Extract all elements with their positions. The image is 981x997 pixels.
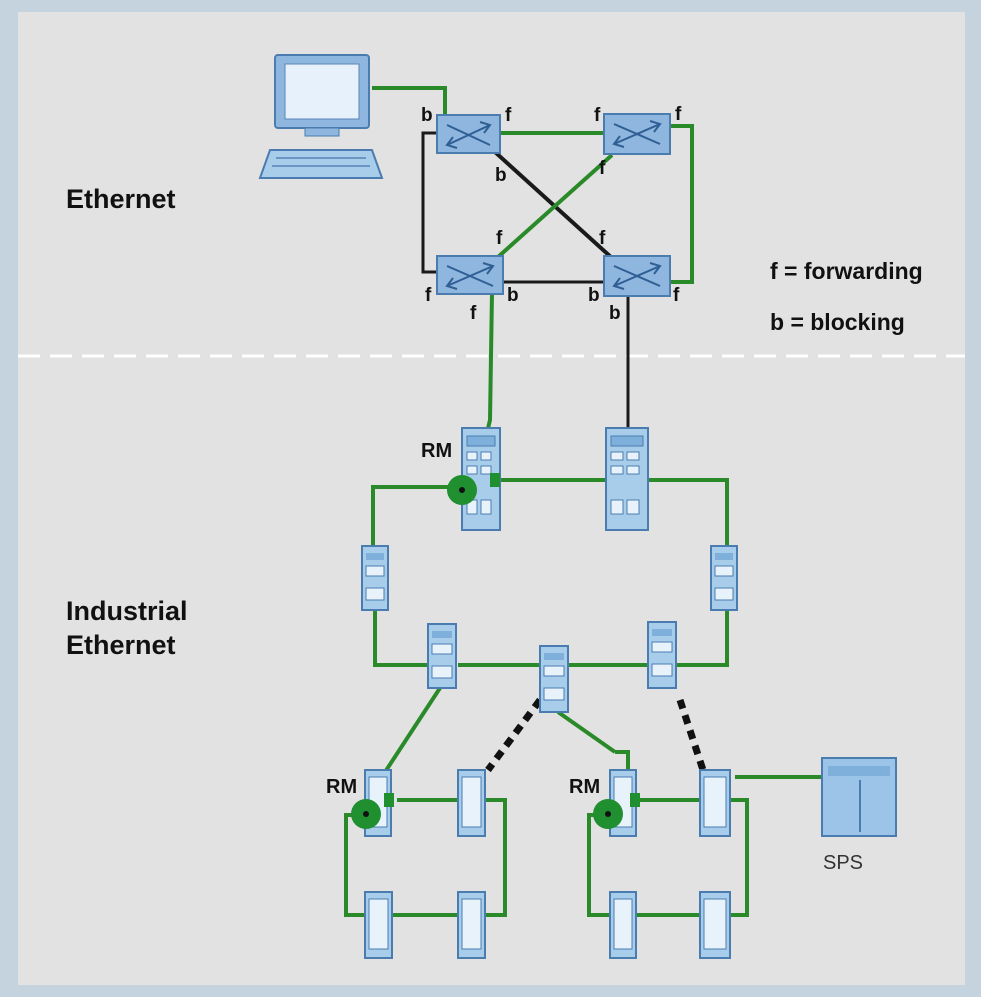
ethernet-switch-icon — [603, 113, 671, 155]
ring-manager-label: RM — [326, 776, 358, 798]
port-label: b — [421, 105, 433, 126]
port-label: f — [675, 104, 682, 125]
port-label: b — [588, 285, 600, 306]
link-sw2-sw3 — [496, 153, 614, 259]
section-label-ethernet: Ethernet — [66, 184, 176, 214]
ethernet-switch-icon — [436, 114, 501, 154]
section-label-industrial: Industrial — [66, 596, 188, 626]
industrial-switch-icon — [647, 621, 677, 689]
port-label: b — [609, 303, 621, 324]
port-label: b — [507, 285, 519, 306]
industrial-switch-icon — [539, 645, 569, 713]
ethernet-switch-icon — [603, 255, 671, 297]
port-label: f — [425, 285, 432, 306]
industrial-links — [344, 478, 822, 917]
industrial-switch-icon — [710, 545, 738, 611]
industrial-switch-icon — [609, 891, 637, 959]
ring-manager-label: RM — [569, 776, 601, 798]
rm-marker-icon — [351, 793, 394, 829]
plc-icon — [821, 757, 897, 837]
industrial-switch-icon — [605, 427, 649, 531]
industrial-switch-icon — [699, 891, 731, 959]
link-sw1-sw3 — [421, 131, 437, 274]
port-label: f — [599, 158, 606, 179]
plc-label: SPS — [823, 852, 864, 874]
legend-blocking: b = blocking — [770, 309, 905, 335]
link-sw2-sw4 — [670, 124, 694, 284]
port-label: f — [594, 105, 601, 126]
port-label: f — [673, 285, 680, 306]
rm-marker-icon — [447, 473, 500, 505]
computer-icon — [258, 54, 384, 179]
industrial-switch-icon — [364, 891, 393, 959]
industrial-switch-icon — [457, 891, 486, 959]
port-label: f — [599, 228, 606, 249]
main-ring — [371, 485, 462, 546]
rm-marker-icon — [593, 793, 640, 829]
section-label-industrial-2: Ethernet — [66, 630, 176, 660]
port-label: b — [495, 165, 507, 186]
industrial-switch-icon — [361, 545, 389, 611]
port-label: f — [505, 105, 512, 126]
ring-manager-label: RM — [421, 440, 453, 462]
pc-link — [372, 86, 447, 118]
port-label: f — [470, 303, 477, 324]
industrial-switch-icon — [427, 623, 457, 689]
legend-forwarding: f = forwarding — [770, 258, 923, 284]
industrial-switch-icon — [457, 769, 486, 837]
industrial-switch-icon — [699, 769, 731, 837]
ethernet-switch-icon — [436, 255, 504, 295]
blocked-links — [485, 697, 707, 773]
port-label: f — [496, 228, 503, 249]
